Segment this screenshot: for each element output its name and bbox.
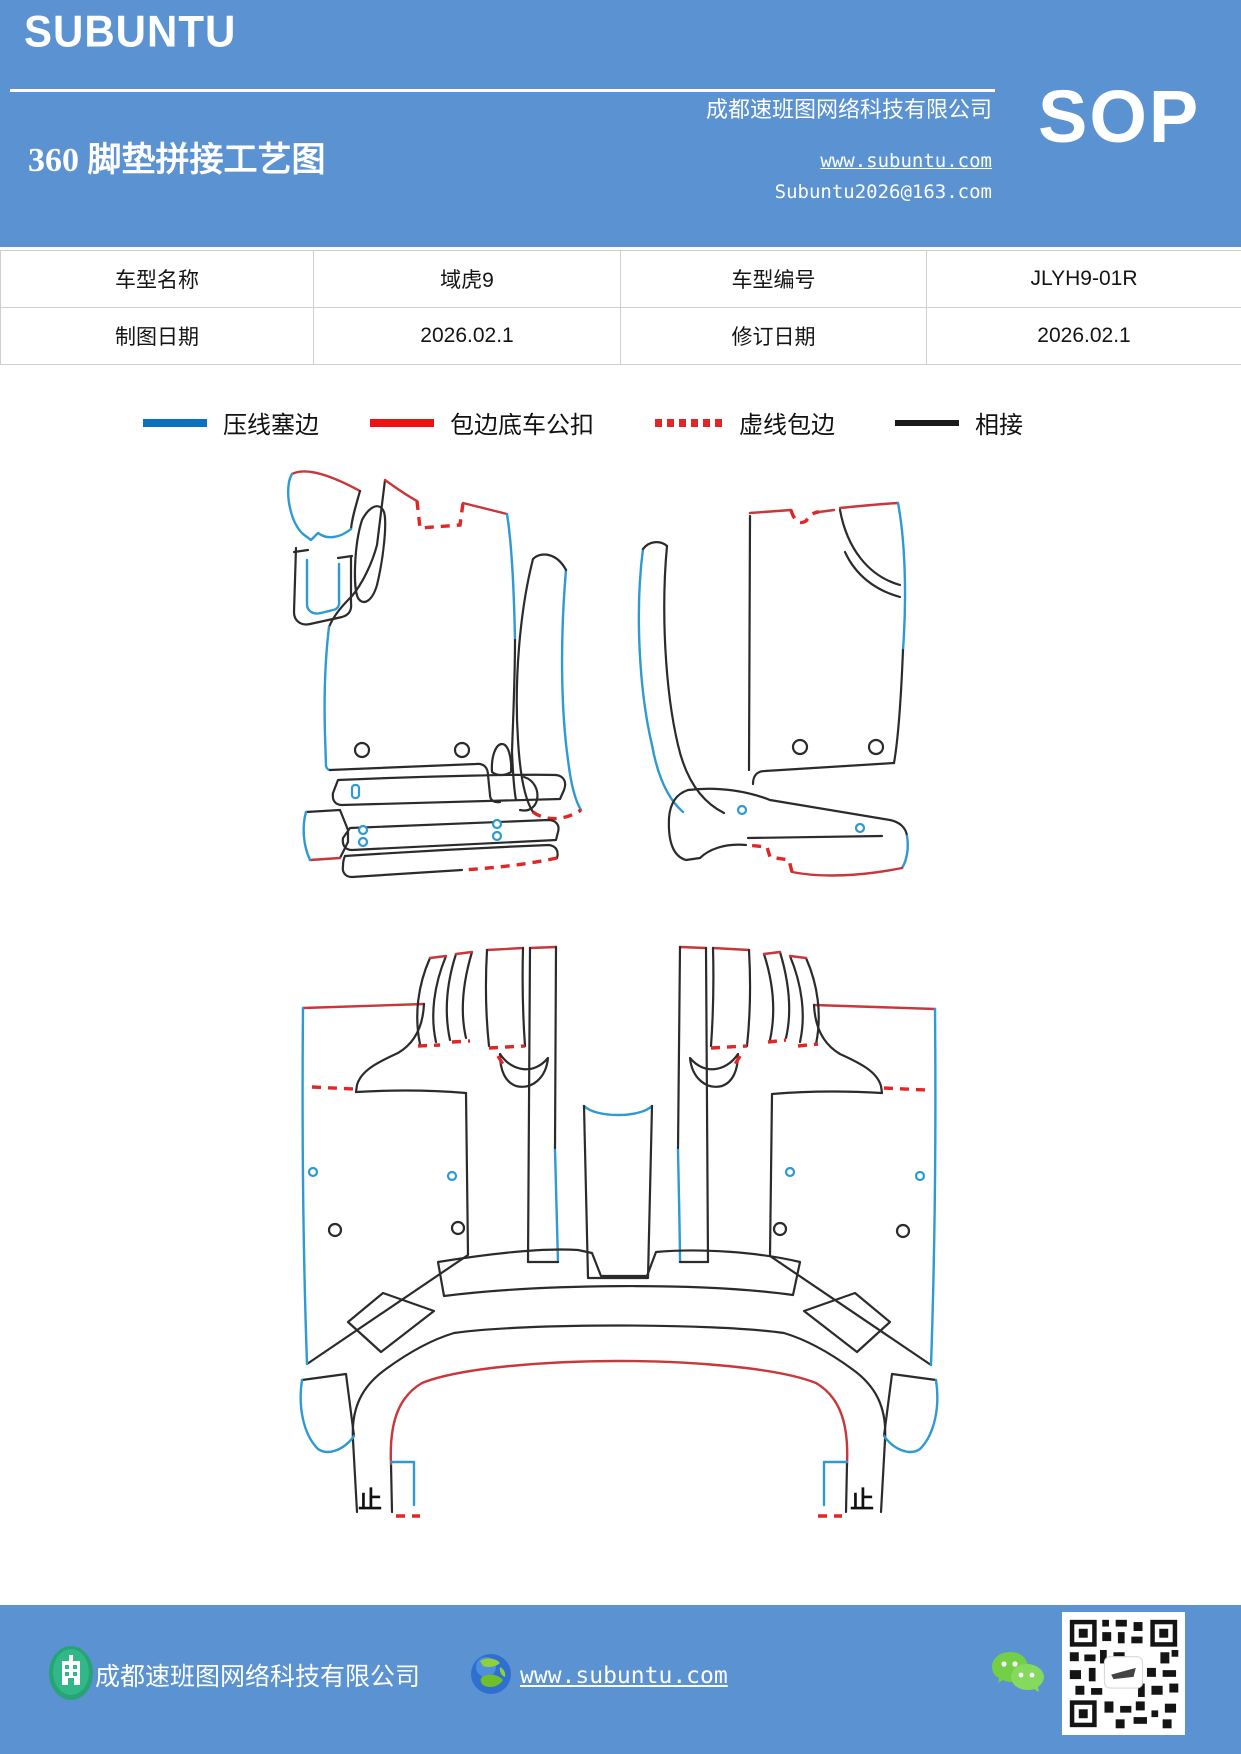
vehicle-code-label: 车型编号 (621, 251, 927, 308)
revise-date-label: 修订日期 (621, 308, 927, 365)
left-mat-side-strip (515, 553, 583, 821)
stop-mark-right: 止 (850, 1487, 874, 1514)
red-line-swatch (370, 418, 434, 427)
right-mat-side-strip (637, 541, 726, 815)
rear-bowtie-strip (436, 1248, 802, 1298)
header-divider (10, 89, 995, 92)
legend-label: 相接 (975, 413, 1023, 439)
legend-label: 包边底车公扣 (450, 413, 594, 439)
left-mat-body (323, 478, 539, 812)
rear-corner-piece-left (299, 1372, 356, 1454)
vehicle-name-value: 域虎9 (314, 251, 621, 308)
legend-item-edge-buckle: 包边底车公扣 (370, 405, 594, 440)
right-mat-body (747, 501, 907, 786)
legend-label: 虚线包边 (739, 413, 835, 439)
black-line-swatch (895, 419, 959, 426)
legend-label: 压线塞边 (223, 413, 319, 439)
rear-one-piece-mat: 止 止 (299, 945, 939, 1518)
rear-center-columns (526, 945, 710, 1280)
page-title: 360 脚垫拼接工艺图 (28, 142, 326, 179)
footer-website-link[interactable]: www.subuntu.com (520, 1663, 728, 1689)
globe-icon (471, 1654, 511, 1694)
footer: 成都速班图网络科技有限公司 www.subuntu.com (0, 1605, 1241, 1754)
vehicle-info-table: 车型名称 域虎9 车型编号 JLYH9-01R 制图日期 2026.02.1 修… (0, 250, 1241, 365)
left-front-mat (287, 470, 583, 879)
qr-code (1062, 1612, 1185, 1735)
legend-item-dashed-wrap: 虚线包边 (655, 405, 835, 440)
rear-corner-piece-right (882, 1372, 939, 1454)
company-logo: SUBUNTU (24, 6, 237, 57)
email-text: Subuntu2026@163.com (774, 181, 992, 203)
left-mat-bottom-strips (302, 773, 567, 879)
rear-center-cluster-left (416, 946, 550, 1088)
vehicle-code-value: JLYH9-01R (927, 251, 1241, 308)
right-mat-bottom-strip (667, 787, 909, 877)
draw-date-value: 2026.02.1 (314, 308, 621, 365)
wechat-icon (992, 1652, 1044, 1692)
draw-date-label: 制图日期 (1, 308, 314, 365)
rear-diagonal-piece-left (346, 1291, 436, 1354)
rear-big-u-piece: 止 止 (351, 1324, 887, 1518)
left-mat-crescent-cutout (353, 505, 387, 603)
stop-mark-left: 止 (358, 1487, 382, 1514)
legend-item-joint: 相接 (895, 405, 1023, 440)
rear-diagonal-piece-right (802, 1291, 892, 1354)
rear-center-cluster-right (688, 946, 820, 1088)
rear-left-panel (301, 1002, 470, 1366)
rear-right-panel (768, 1003, 937, 1367)
vehicle-name-label: 车型名称 (1, 251, 314, 308)
website-link[interactable]: www.subuntu.com (820, 150, 992, 172)
legend: 压线塞边 包边底车公扣 虚线包边 相接 (0, 405, 1241, 449)
legend-item-press-line: 压线塞边 (143, 405, 319, 440)
footer-company-name: 成都速班图网络科技有限公司 (95, 1664, 421, 1691)
left-mat-top-flap (287, 470, 362, 542)
header: SUBUNTU 360 脚垫拼接工艺图 成都速班图网络科技有限公司 www.su… (0, 0, 1241, 247)
revise-date-value: 2026.02.1 (927, 308, 1241, 365)
building-icon (49, 1646, 93, 1700)
company-name: 成都速班图网络科技有限公司 (705, 97, 992, 122)
right-front-mat (637, 501, 909, 877)
left-mat-u-cutout (292, 546, 354, 626)
sop-badge: SOP (1038, 75, 1201, 158)
blue-line-swatch (143, 418, 207, 427)
